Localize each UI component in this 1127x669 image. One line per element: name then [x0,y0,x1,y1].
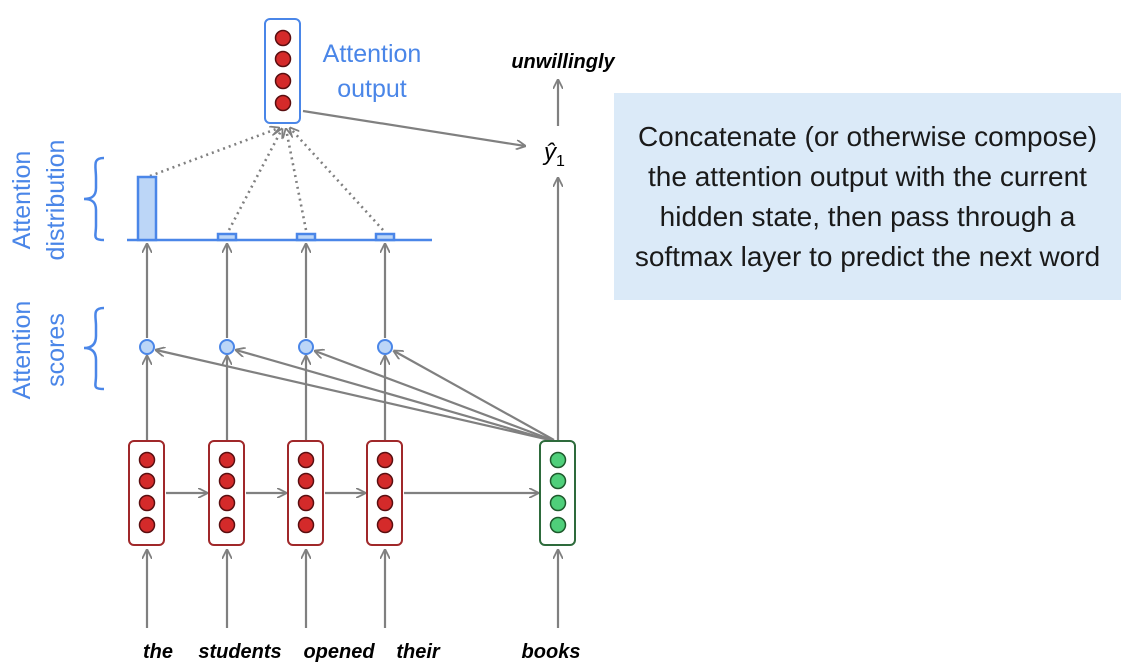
decoder-hidden-state [539,440,576,546]
explanation-note-text: Concatenate (or otherwise compose) the a… [634,120,1101,272]
attention-output-vector [264,18,301,124]
score-circle [377,339,393,355]
score-circle [139,339,155,355]
encoder-cell [287,440,324,546]
explanation-note: Concatenate (or otherwise compose) the a… [614,93,1121,300]
scores-brace [83,306,105,391]
distribution-bar [295,232,317,242]
attention-output-label-line1: Attention [323,40,422,68]
input-word: the [143,641,173,663]
decoder-input-word: books [522,641,581,663]
input-word: opened [303,641,375,663]
attention-distribution-label-line1: Attention [8,151,36,250]
score-circle [298,339,314,355]
input-word: students [198,641,281,663]
score-to-distribution-arrows [147,244,385,338]
input-arrows [147,550,558,628]
attention-distribution-bars [136,175,396,242]
attention-output-label-line2: output [337,75,407,103]
distribution-bar [374,232,396,242]
attention-distribution-label-line2: distribution [42,140,70,261]
decoder-to-score-arrows [156,350,555,442]
encoder-to-score-arrows [147,356,385,440]
y-hat-symbol: ŷ1 [542,139,565,170]
attention-scores-label-line2: scores [42,313,70,387]
distribution-bar [136,175,158,242]
attention-output-to-yhat-arrow [302,109,525,146]
input-word: their [396,641,441,663]
encoder-cell [366,440,403,546]
attention-score-circles [139,339,393,355]
encoder-cell [208,440,245,546]
attention-distribution-label: Attention distribution [8,140,70,261]
attention-scores-label: Attention scores [8,301,70,400]
score-circle [219,339,235,355]
weighted-sum-dotted-arrows [149,128,384,231]
attention-scores-label-line1: Attention [8,301,36,400]
predicted-word: unwillingly [511,51,615,73]
distribution-brace [83,156,105,242]
encoder-cell [128,440,165,546]
distribution-bar [216,232,238,242]
encoder-hidden-states [128,440,403,546]
